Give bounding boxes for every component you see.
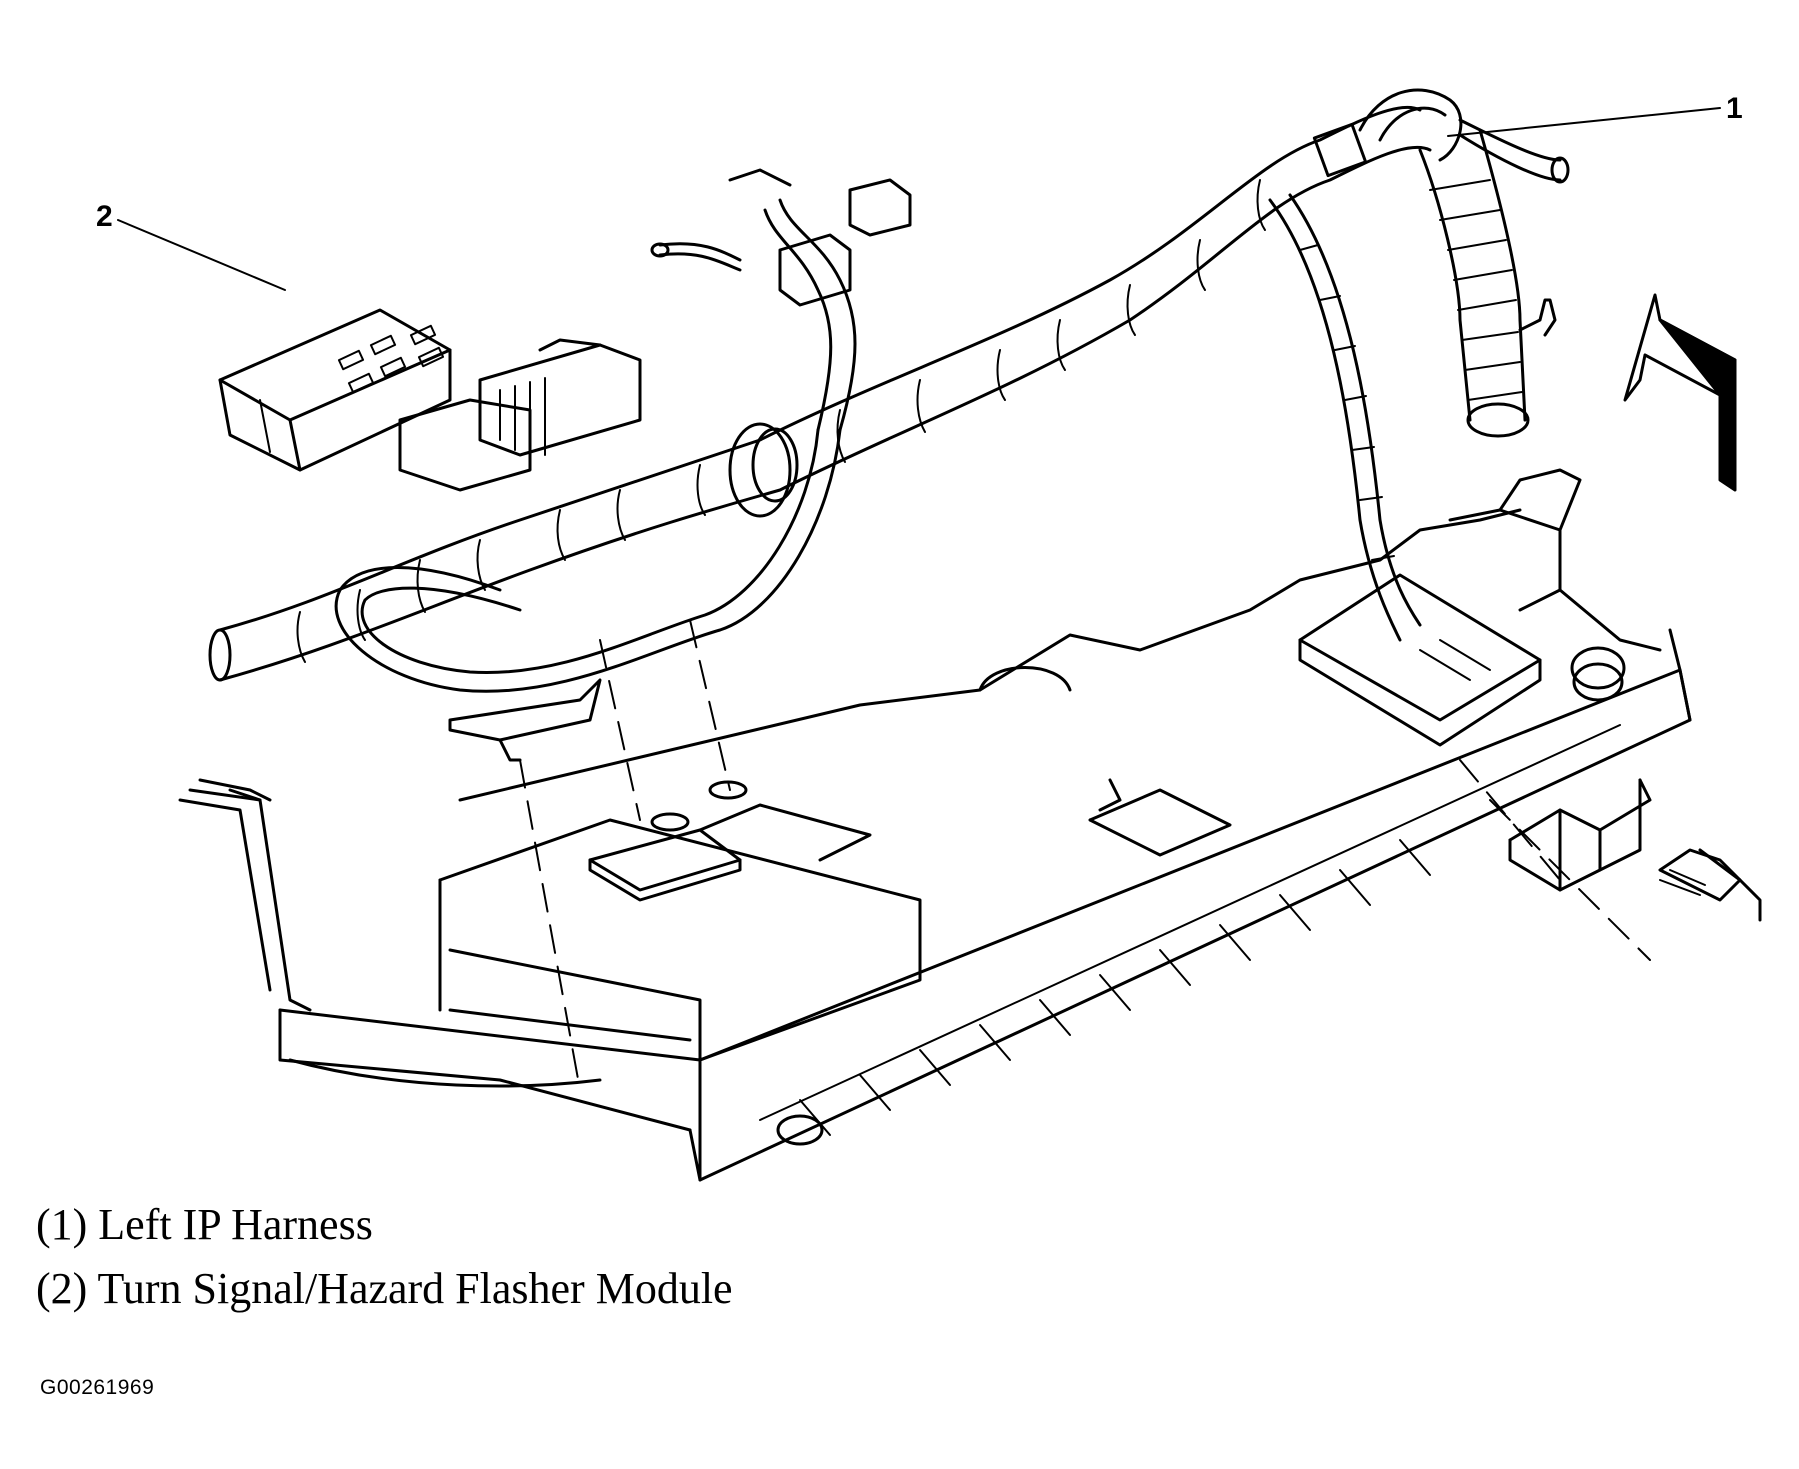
callout-leader-1 — [1447, 107, 1721, 137]
legend-item-left-ip-harness: (1) Left IP Harness — [36, 1200, 373, 1249]
ip-bracket — [178, 468, 1692, 1182]
legend-item-flasher-module: (2) Turn Signal/Hazard Flasher Module — [36, 1264, 733, 1313]
callout-number-1: 1 — [1726, 92, 1743, 125]
left-ip-harness — [208, 88, 1570, 693]
callout-legend: (1) Left IP Harness (2) Turn Signal/Haza… — [36, 1196, 733, 1324]
flasher-module — [218, 308, 452, 472]
alignment-lines — [519, 619, 1651, 1091]
bolt — [1508, 778, 1762, 922]
harness-connectors — [398, 168, 912, 492]
callout-leader-2 — [117, 219, 286, 291]
view-direction-arrow-icon — [1623, 293, 1737, 492]
harness-flasher-diagram: 1 2 — [96, 88, 1762, 1182]
figure-id: G00261969 — [40, 1376, 155, 1399]
callout-number-2: 2 — [96, 200, 113, 233]
callouts: 1 2 — [96, 92, 1743, 291]
